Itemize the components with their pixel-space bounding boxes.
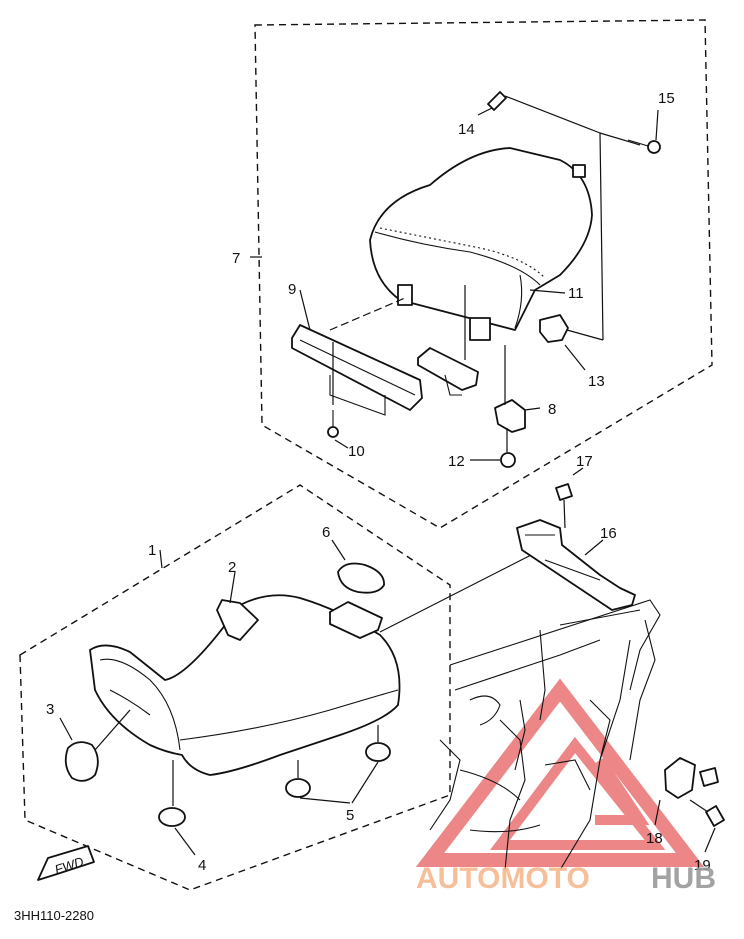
part-label-19: 19: [694, 857, 711, 874]
part-label-17: 17: [576, 453, 593, 470]
part-label-18: 18: [646, 830, 663, 847]
rear-leader-lines: [250, 95, 659, 461]
part-15-bolt: [627, 139, 661, 154]
part-label-2: 2: [228, 559, 236, 576]
catalog-code: 3HH110-2280: [14, 908, 94, 923]
part-17-bolt: [555, 467, 584, 529]
part-label-5: 5: [346, 807, 354, 824]
grommets: [158, 742, 391, 827]
watermark-word-b: HUB: [651, 862, 716, 895]
part-label-6: 6: [322, 524, 330, 541]
part-18-lock: [654, 757, 719, 826]
rear-seat: [369, 147, 593, 341]
group-7-outline: [254, 19, 713, 529]
part-12-nut: [500, 452, 516, 468]
watermark-text: AUTOMOTO HUB: [416, 862, 716, 895]
part-10-screw: [327, 410, 339, 438]
part-label-4: 4: [198, 857, 206, 874]
leader-16: [584, 539, 604, 556]
fwd-arrow-tag: FWD: [37, 845, 95, 881]
part-label-16: 16: [600, 525, 617, 542]
part-label-10: 10: [348, 443, 365, 460]
part-label-11: 11: [568, 285, 584, 302]
part-label-13: 13: [588, 373, 605, 390]
part-8-clip: [494, 399, 526, 433]
part-14-pin: [487, 91, 507, 111]
part-label-7: 7: [232, 250, 240, 267]
part-19-screw: [689, 799, 725, 853]
part-label-14: 14: [458, 121, 475, 138]
part-16-lock-bracket: [516, 519, 636, 611]
part-9-bracket: [291, 324, 423, 416]
main-seat: [89, 594, 401, 776]
part-label-9: 9: [288, 281, 296, 298]
part-6-bumper: [329, 562, 385, 639]
main-leader-lines: [59, 539, 536, 856]
part-13-hook: [539, 314, 569, 343]
hook-plate: [417, 347, 479, 396]
watermark-logo: [415, 678, 705, 867]
part-label-12: 12: [448, 453, 465, 470]
part-3-knob: [64, 709, 131, 782]
part-label-8: 8: [548, 401, 556, 418]
part-label-3: 3: [46, 701, 54, 718]
frame: [429, 599, 661, 871]
part-label-15: 15: [658, 90, 675, 107]
group-1-outline: [19, 484, 451, 891]
part-labels: 1 2 3 4 5 6 7 8 9 10 11 12 13 14 15 16 1…: [46, 90, 711, 874]
watermark-word-a: AUTOMOTO: [416, 862, 590, 895]
part-label-1: 1: [148, 542, 156, 559]
